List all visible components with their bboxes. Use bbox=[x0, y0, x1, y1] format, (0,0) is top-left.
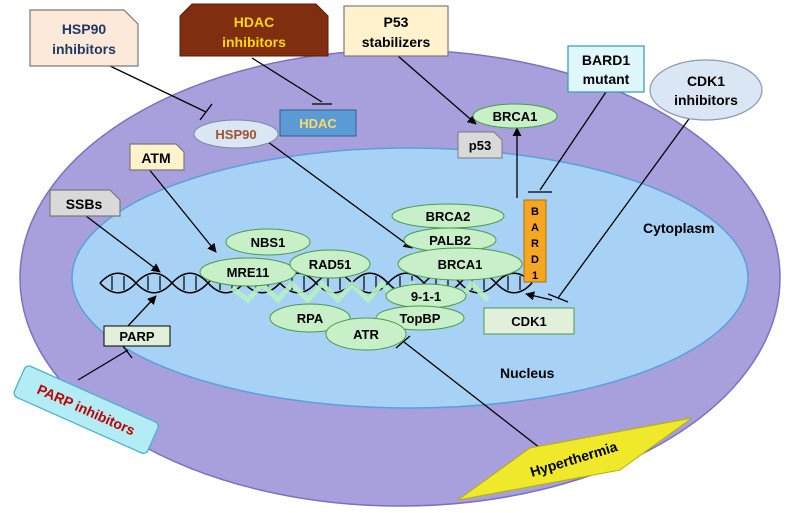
bard1-letter-r: R bbox=[531, 238, 539, 250]
hsp90-inhibitors-line2: inhibitors bbox=[52, 41, 116, 57]
hdac-inhibitors-line2: inhibitors bbox=[222, 34, 286, 50]
cdk1-inhibitors-line2: inhibitors bbox=[674, 92, 738, 108]
nine-one-one-protein: 9-1-1 bbox=[385, 283, 467, 309]
bard1-letter-1: 1 bbox=[532, 270, 538, 282]
hsp90-protein: HSP90 bbox=[193, 119, 279, 149]
hsp90-inhibitors-line1: HSP90 bbox=[62, 21, 107, 37]
bard1-letter-d: D bbox=[531, 254, 539, 266]
p53-stabilizers-box: P53 stabilizers bbox=[343, 5, 449, 57]
cdk1-inhibitors-line1: CDK1 bbox=[687, 73, 725, 89]
nbs1-label: NBS1 bbox=[251, 235, 286, 250]
bard1-mutant-box: BARD1 mutant bbox=[567, 45, 645, 93]
hsp90-label: HSP90 bbox=[215, 127, 256, 142]
nucleus bbox=[71, 147, 749, 409]
hdac-protein: HDAC bbox=[279, 109, 357, 137]
p53-protein: p53 bbox=[457, 131, 503, 159]
ssbs-box: SSBs bbox=[49, 189, 121, 217]
cytoplasm-label: Cytoplasm bbox=[643, 220, 715, 236]
mre11-label: MRE11 bbox=[227, 265, 270, 280]
hdac-label: HDAC bbox=[299, 116, 337, 131]
cdk1-inhibitors-box: CDK1 inhibitors bbox=[649, 59, 763, 121]
atm-label: ATM bbox=[141, 150, 170, 166]
parp-box: PARP bbox=[103, 325, 171, 347]
bard1-mutant-line2: mutant bbox=[583, 71, 630, 87]
hdac-inhibitors-line1: HDAC bbox=[234, 14, 274, 30]
bard1-mutant-line1: BARD1 bbox=[582, 52, 630, 68]
rpa-protein: RPA bbox=[269, 303, 351, 333]
p53-label: p53 bbox=[469, 138, 491, 153]
hdac-inhibitors-box: HDAC inhibitors bbox=[179, 3, 329, 57]
nine-one-one-label: 9-1-1 bbox=[411, 289, 441, 304]
connections bbox=[77, 55, 695, 449]
brca2-label: BRCA2 bbox=[426, 209, 471, 224]
palb2-label: PALB2 bbox=[429, 233, 471, 248]
parp-label: PARP bbox=[119, 329, 154, 344]
brca1-nuclear-label: BRCA1 bbox=[438, 257, 483, 272]
hyperthermia-shape: Hyperthermia bbox=[457, 417, 693, 501]
topbp-label: TopBP bbox=[400, 311, 441, 326]
cdk1-label: CDK1 bbox=[511, 314, 546, 329]
mre11-protein: MRE11 bbox=[199, 257, 297, 287]
rad51-protein: RAD51 bbox=[289, 249, 371, 279]
ssbs-label: SSBs bbox=[66, 196, 103, 212]
atr-label: ATR bbox=[353, 327, 379, 342]
p53-stabilizers-line2: stabilizers bbox=[362, 34, 431, 50]
p53-stabilizers-line1: P53 bbox=[384, 14, 409, 30]
bard1-protein: B A R D 1 bbox=[523, 199, 547, 283]
nbs1-protein: NBS1 bbox=[225, 228, 311, 256]
brca2-protein: BRCA2 bbox=[391, 203, 505, 229]
brca1-cytoplasm-protein: BRCA1 bbox=[472, 103, 558, 129]
cdk1-protein: CDK1 bbox=[483, 307, 575, 335]
atm-box: ATM bbox=[129, 143, 185, 171]
brca1-nuclear-protein: BRCA1 bbox=[397, 247, 523, 281]
bard1-letter-a: A bbox=[531, 222, 539, 234]
bard1-letter-b: B bbox=[531, 206, 539, 218]
nucleus-label: Nucleus bbox=[500, 365, 555, 381]
atr-protein: ATR bbox=[325, 317, 407, 351]
brca1-cytoplasm-label: BRCA1 bbox=[493, 109, 538, 124]
hsp90-inhibitors-box: HSP90 inhibitors bbox=[29, 9, 139, 67]
rad51-label: RAD51 bbox=[309, 257, 352, 272]
rpa-label: RPA bbox=[297, 311, 324, 326]
